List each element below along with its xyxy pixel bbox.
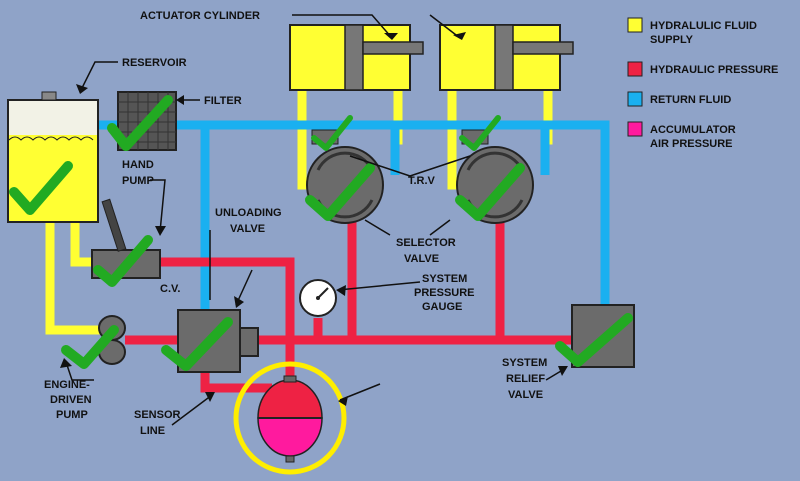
labels: ACTUATOR CYLINDER RESERVOIR FILTER HAND … — [44, 10, 547, 437]
check-icon-filter — [107, 95, 173, 151]
label-selector-valve-1: SELECTOR — [396, 237, 456, 249]
label-system-relief-valve-1: SYSTEM — [502, 357, 547, 369]
label-actuator-cylinder: ACTUATOR CYLINDER — [140, 10, 260, 22]
label-trv: T.R.V — [408, 175, 436, 187]
label-engine-driven-pump-2: DRIVEN — [50, 394, 92, 406]
legend-label: SUPPLY — [650, 34, 694, 46]
label-hand-pump-2: PUMP — [122, 175, 154, 187]
label-selector-valve-2: VALVE — [404, 253, 439, 265]
label-filter: FILTER — [204, 95, 242, 107]
check-icon-selector-2 — [455, 163, 525, 221]
legend-swatch — [627, 91, 643, 107]
return-lines — [92, 120, 610, 315]
check-icon-engine-pump — [61, 325, 119, 369]
label-sensor-line-2: LINE — [140, 425, 165, 437]
label-sensor-line-1: SENSOR — [134, 409, 181, 421]
check-icon-relief-valve — [555, 313, 633, 367]
label-reservoir: RESERVOIR — [122, 57, 187, 69]
check-icon-trv — [311, 115, 353, 151]
checkmarks — [9, 95, 633, 371]
legend-label: HYDRALULIC FLUID — [650, 20, 757, 32]
label-hand-pump-1: HAND — [122, 159, 154, 171]
label-unloading-valve-1: UNLOADING — [215, 207, 282, 219]
supply-line-to-engine-pump — [45, 215, 105, 335]
label-cv: C.V. — [160, 283, 180, 295]
check-icon-reservoir — [9, 161, 73, 215]
legend-label: ACCUMULATOR — [650, 124, 736, 136]
return-line-main — [92, 120, 610, 310]
label-system-pressure-gauge-2: PRESSURE — [414, 287, 475, 299]
accumulator — [257, 375, 323, 463]
leader-lines — [65, 14, 567, 426]
check-icon-hand-pump — [93, 235, 153, 287]
actuator-cylinder-2 — [439, 24, 574, 91]
label-engine-driven-pump-1: ENGINE- — [44, 379, 90, 391]
check-icon-selector-1 — [305, 163, 375, 221]
legend-swatch — [627, 61, 643, 77]
pressure-lines — [125, 218, 575, 393]
legend-swatch — [627, 121, 643, 137]
legend-swatch — [627, 17, 643, 33]
label-system-pressure-gauge-3: GAUGE — [422, 301, 462, 313]
label-system-relief-valve-3: VALVE — [508, 389, 543, 401]
check-icon-trv-2 — [459, 115, 501, 151]
label-unloading-valve-2: VALVE — [230, 223, 265, 235]
legend-label: HYDRAULIC PRESSURE — [650, 64, 778, 76]
legend: HYDRALULIC FLUID SUPPLY HYDRAULIC PRESSURE… — [627, 17, 778, 150]
legend-label: RETURN FLUID — [650, 94, 731, 106]
system-pressure-gauge — [299, 279, 337, 317]
check-icon-unloading-valve — [161, 317, 233, 371]
label-engine-driven-pump-3: PUMP — [56, 409, 88, 421]
pressure-line-hand-pump — [160, 257, 295, 340]
label-system-pressure-gauge-1: SYSTEM — [422, 273, 467, 285]
arrow-heads — [60, 32, 568, 406]
label-system-relief-valve-2: RELIEF — [506, 373, 545, 385]
supply-line-to-hand-pump — [70, 215, 97, 267]
accumulator-highlight-ring — [233, 361, 347, 475]
legend-label: AIR PRESSURE — [650, 138, 733, 150]
actuator-cylinder-1 — [289, 24, 424, 91]
